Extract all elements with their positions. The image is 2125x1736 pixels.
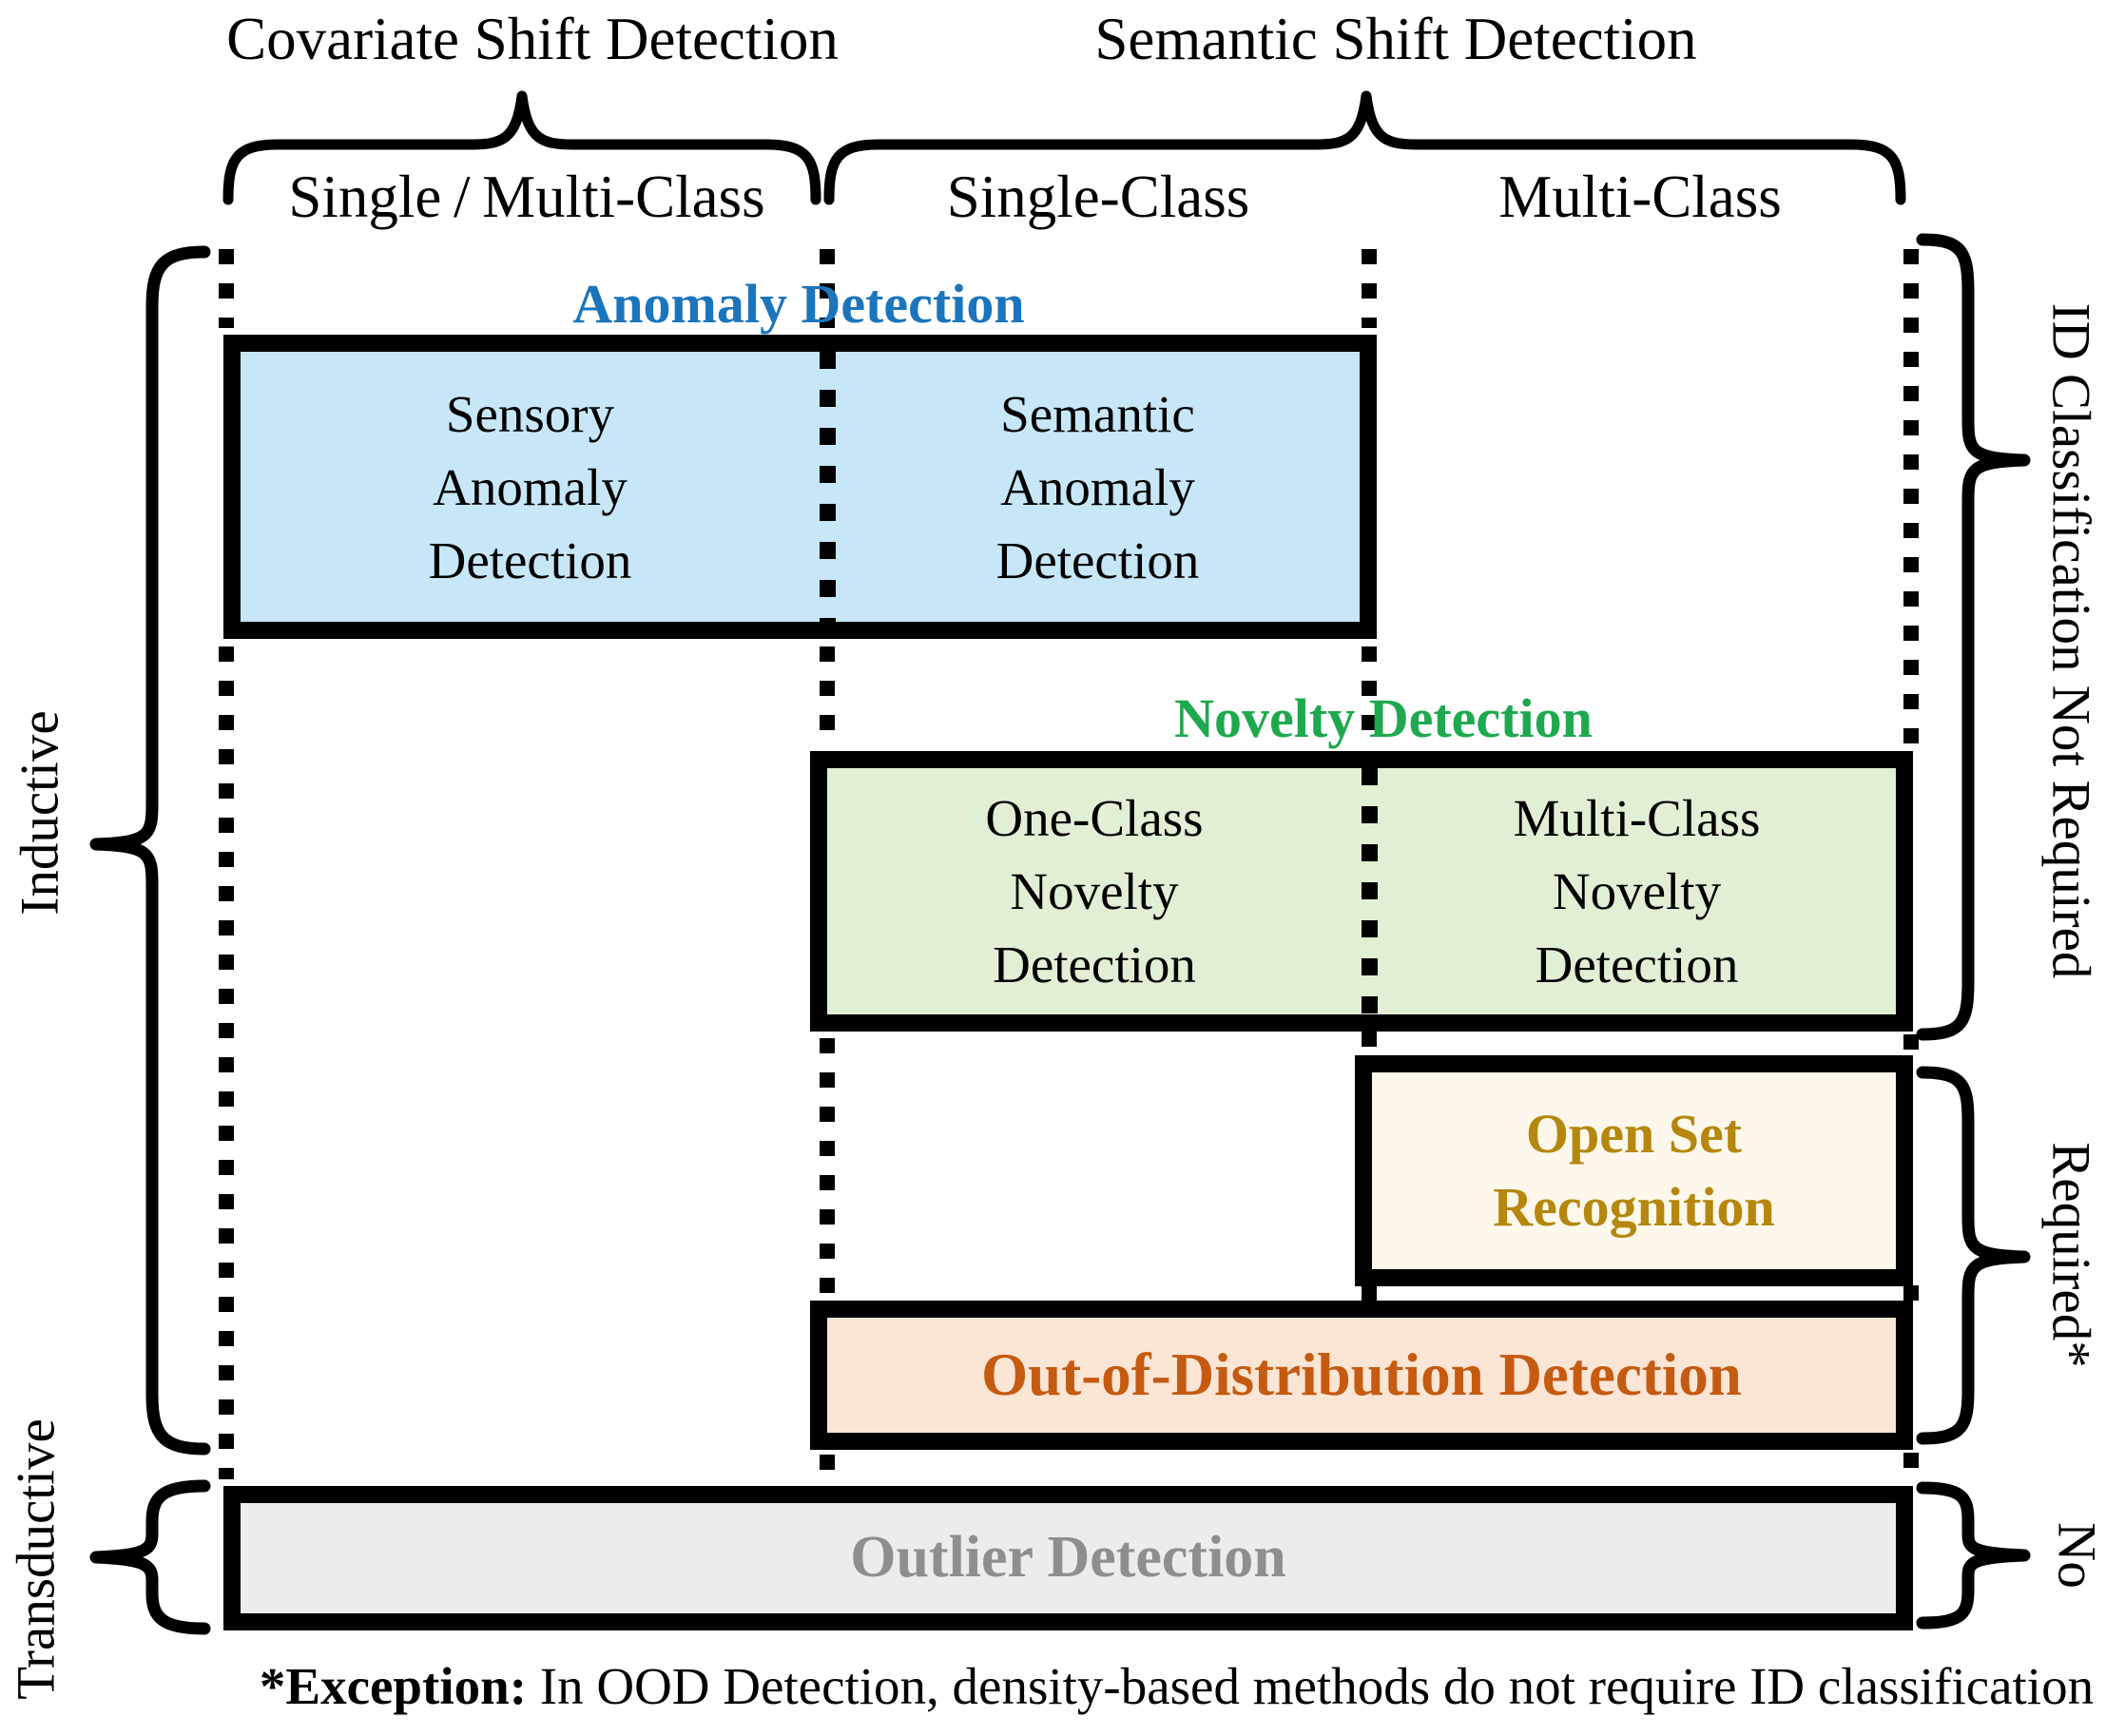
dotted-line <box>219 646 234 1479</box>
dotted-line <box>1362 646 1377 744</box>
anomaly-detection-label: Anomaly Detection <box>572 272 1025 335</box>
left-axis-label-inductive: Inductive <box>10 710 70 916</box>
novelty-detection-box: One-Class Novelty Detection Multi-Class … <box>810 751 1913 1032</box>
no-brace <box>1916 1481 2031 1630</box>
open-set-recognition-label: Open Set Recognition <box>1493 1102 1775 1238</box>
inductive-brace <box>89 245 211 1456</box>
footnote: *Exception: In OOD Detection, density-ba… <box>228 1654 2125 1717</box>
cell-sensory-anomaly-detection: Sensory Anomaly Detection <box>428 384 632 589</box>
cell-multi-class-novelty-detection: Multi-Class Novelty Detection <box>1513 789 1761 993</box>
outlier-detection-label: Outlier Detection <box>850 1525 1286 1591</box>
outlier-detection-box: Outlier Detection <box>223 1486 1913 1630</box>
box-divider-dotted-line <box>1362 768 1378 1014</box>
dotted-line <box>820 646 835 744</box>
column-header-multi-class: Multi-Class <box>1498 163 1782 230</box>
dotted-line <box>820 249 835 328</box>
group-label-semantic-shift: Semantic Shift Detection <box>1094 5 1697 72</box>
dotted-line <box>1903 249 1919 746</box>
ood-detection-box: Out-of-Distribution Detection <box>810 1301 1913 1450</box>
id-not-required-brace <box>1916 233 2031 1041</box>
dotted-line <box>1362 1032 1377 1052</box>
ood-detection-label: Out-of-Distribution Detection <box>981 1341 1742 1408</box>
column-header-single-class: Single-Class <box>946 163 1250 230</box>
novelty-detection-label: Novelty Detection <box>1174 686 1593 749</box>
dotted-line <box>1362 1285 1377 1301</box>
right-axis-label-no: No <box>2046 1522 2107 1589</box>
column-header-single-multi-class: Single / Multi-Class <box>288 163 765 230</box>
right-axis-label-required: Required* <box>2040 1142 2101 1368</box>
dotted-line <box>1903 1034 1919 1055</box>
open-set-recognition-box: Open Set Recognition <box>1355 1055 1913 1286</box>
dotted-line <box>820 1455 835 1479</box>
cell-one-class-novelty-detection: One-Class Novelty Detection <box>985 789 1204 993</box>
left-axis-label-transductive: Transductive <box>6 1418 67 1700</box>
dotted-line <box>219 249 234 328</box>
required-brace <box>1916 1066 2031 1445</box>
cell-semantic-anomaly-detection: Semantic Anomaly Detection <box>995 384 1200 589</box>
footnote-text: In OOD Detection, density-based methods … <box>527 1656 2095 1715</box>
anomaly-detection-box: Sensory Anomaly Detection Semantic Anoma… <box>223 335 1377 639</box>
transductive-brace <box>89 1479 211 1635</box>
group-label-covariate-shift: Covariate Shift Detection <box>226 5 839 72</box>
right-axis-label-id-not-required: ID Classification Not Required <box>2040 302 2101 979</box>
footnote-exception-bold: *Exception: <box>259 1656 528 1715</box>
dotted-line <box>1362 249 1377 328</box>
dotted-line <box>1903 1285 1919 1301</box>
box-divider-dotted-line <box>820 352 836 622</box>
dotted-line <box>1903 1453 1919 1481</box>
dotted-line <box>820 1038 835 1295</box>
